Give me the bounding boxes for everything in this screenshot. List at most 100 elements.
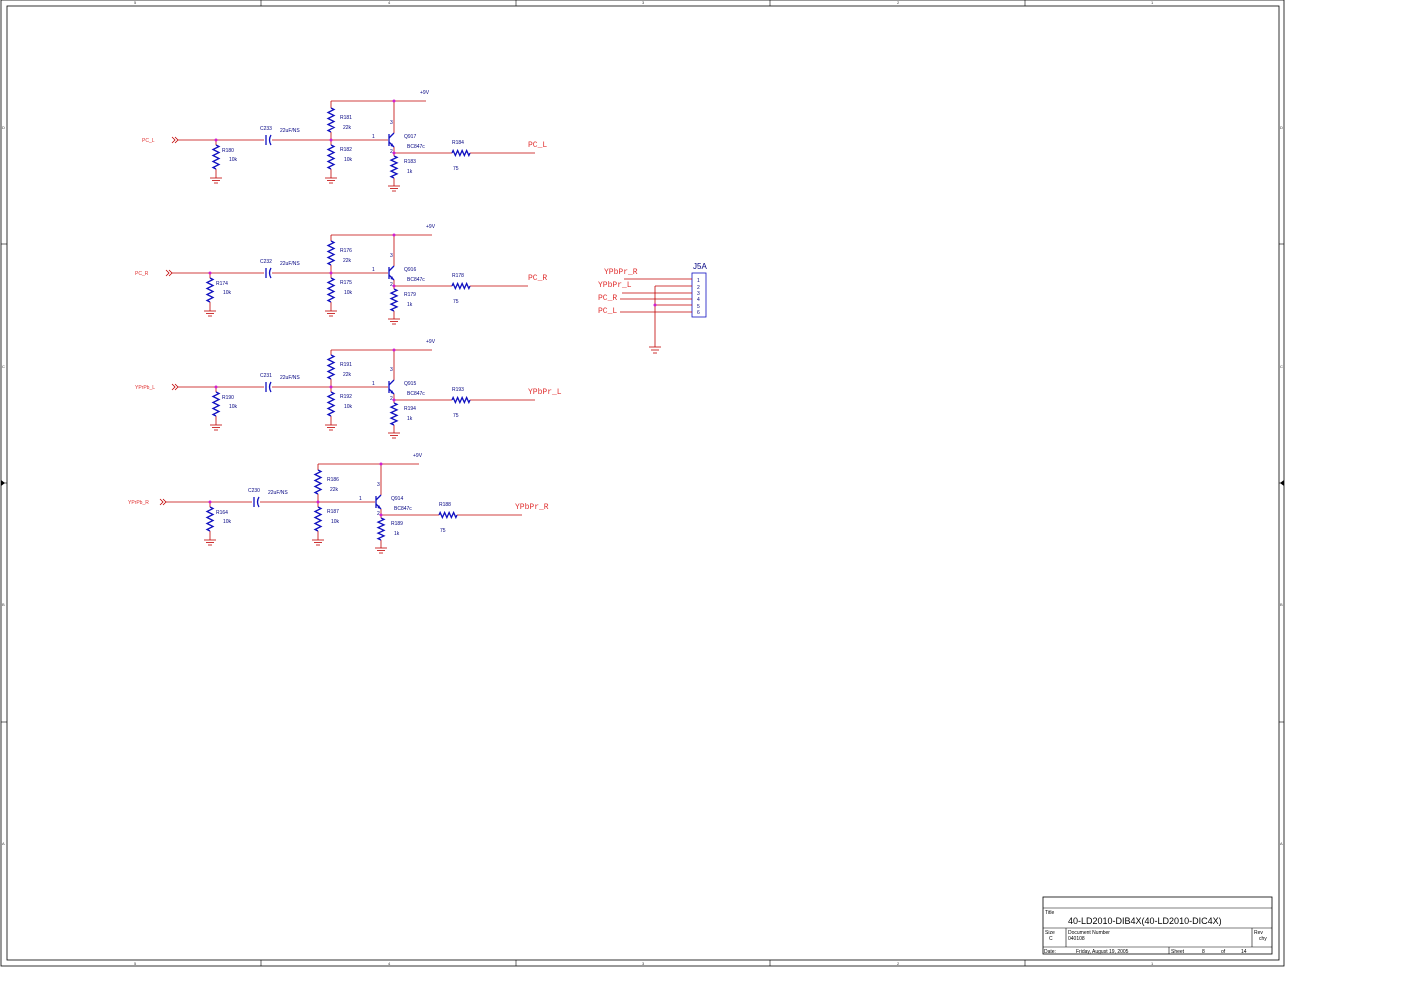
connector-pin-4: 4 bbox=[697, 297, 700, 303]
zone-right-3: A bbox=[1280, 841, 1283, 846]
supply-label: +9V bbox=[426, 224, 436, 230]
resistor-output-ref: R193 bbox=[452, 387, 464, 393]
resistor-divider-bot bbox=[326, 277, 336, 303]
resistor-output-ref: R178 bbox=[452, 273, 464, 279]
zone-bottom-0: 5 bbox=[134, 961, 137, 966]
connector-net-4: PC_L bbox=[598, 307, 617, 316]
title-block: Title 40-LD2010-DIB4X(40-LD2010-DIC4X) S… bbox=[1042, 896, 1273, 955]
supply-label: +9V bbox=[413, 453, 423, 459]
resistor-in-ref: R190 bbox=[222, 395, 234, 401]
resistor-output bbox=[451, 148, 471, 158]
connector-pin-2: 2 bbox=[697, 285, 700, 291]
output-net-label: YPbPr_L bbox=[528, 388, 562, 397]
wires bbox=[178, 349, 535, 433]
size-value: C bbox=[1049, 936, 1053, 942]
junction-dot bbox=[208, 271, 212, 275]
connector-net-1: YPbPr_R bbox=[604, 268, 638, 277]
resistor-emitter bbox=[389, 155, 399, 179]
junction-dot bbox=[329, 271, 333, 275]
transistor-ref: Q917 bbox=[404, 134, 416, 140]
resistor-divider-top bbox=[326, 107, 336, 133]
ground-symbol bbox=[204, 310, 216, 317]
transistor-ref: Q915 bbox=[404, 381, 416, 387]
junction-dot bbox=[214, 138, 218, 142]
junction-dot bbox=[392, 348, 396, 352]
resistor-emitter bbox=[389, 288, 399, 312]
rev-label: Rev bbox=[1254, 930, 1263, 936]
transistor bbox=[388, 265, 395, 281]
resistor-emitter-value: 1k bbox=[394, 531, 400, 537]
input-port-symbol bbox=[165, 269, 173, 277]
rev-value: chy bbox=[1259, 936, 1267, 942]
zone-top-0: 5 bbox=[134, 0, 137, 5]
transistor-value: BC847c bbox=[407, 277, 425, 283]
wires bbox=[166, 463, 522, 548]
transistor bbox=[375, 494, 382, 510]
zone-left-1: C bbox=[2, 364, 5, 369]
resistor-bot-value: 10k bbox=[331, 519, 340, 525]
resistor-divider-bot bbox=[326, 144, 336, 170]
supply-label: +9V bbox=[420, 90, 430, 96]
resistor-output bbox=[451, 395, 471, 405]
sheet-of-label: of bbox=[1221, 949, 1226, 955]
zone-right-2: B bbox=[1280, 602, 1283, 607]
input-net-label: YPrPb_L bbox=[135, 385, 155, 391]
resistor-top-value: 22k bbox=[343, 258, 352, 264]
resistor-top-value: 22k bbox=[343, 372, 352, 378]
zone-right-1: C bbox=[1280, 364, 1283, 369]
resistor-emitter-value: 1k bbox=[407, 169, 413, 175]
transistor-collector bbox=[388, 265, 395, 272]
resistor-in-ref: R180 bbox=[222, 148, 234, 154]
resistor-output-ref: R188 bbox=[439, 502, 451, 508]
transistor-pin-collector: 3 bbox=[390, 120, 393, 126]
connector-net-2: YPbPr_L bbox=[598, 281, 632, 290]
capacitor-value: 22uF/NS bbox=[280, 261, 300, 267]
resistor-bot-ref: R182 bbox=[340, 147, 352, 153]
zone-left-2: B bbox=[2, 602, 5, 607]
transistor bbox=[388, 132, 395, 148]
resistor-top-value: 22k bbox=[343, 125, 352, 131]
zone-top-4: 1 bbox=[1151, 0, 1154, 5]
junction-dot bbox=[379, 513, 383, 517]
connector-pin-6: 6 bbox=[697, 310, 700, 316]
junction-dot bbox=[392, 233, 396, 237]
size-label: Size bbox=[1045, 930, 1055, 936]
resistor-output bbox=[438, 510, 458, 520]
transistor-value: BC847c bbox=[394, 506, 412, 512]
input-port-symbol bbox=[171, 383, 179, 391]
resistor-emitter bbox=[376, 517, 386, 541]
input-port-symbol bbox=[159, 498, 167, 506]
resistor-output bbox=[451, 281, 471, 291]
transistor-pin-collector: 3 bbox=[390, 253, 393, 259]
connector-ref: J5A bbox=[693, 262, 707, 271]
zone-top-3: 2 bbox=[897, 0, 900, 5]
transistor-pin-emitter: 2 bbox=[390, 149, 393, 155]
transistor-pin-base: 1 bbox=[372, 134, 375, 140]
drawing-frame: 5 4 3 2 1 5 4 3 2 1 D C B A D C B A bbox=[0, 0, 1285, 967]
transistor-ref: Q916 bbox=[404, 267, 416, 273]
zone-top-1: 4 bbox=[388, 0, 391, 5]
resistor-bot-ref: R175 bbox=[340, 280, 352, 286]
resistor-in-value: 10k bbox=[223, 290, 232, 296]
wires bbox=[178, 100, 535, 186]
resistor-top-ref: R181 bbox=[340, 115, 352, 121]
ground-symbol bbox=[204, 539, 216, 546]
junction-dot bbox=[208, 500, 212, 504]
resistor-in-value: 10k bbox=[229, 404, 238, 410]
resistor-divider-top bbox=[313, 469, 323, 495]
resistor-bot-ref: R192 bbox=[340, 394, 352, 400]
junction-dot bbox=[653, 303, 657, 307]
resistor-divider-top bbox=[326, 240, 336, 266]
input-net-label: PC_R bbox=[135, 271, 149, 277]
ground-symbol bbox=[375, 547, 387, 554]
junction-dot bbox=[316, 500, 320, 504]
connector-pin-5: 5 bbox=[697, 304, 700, 310]
junction-dot bbox=[392, 99, 396, 103]
input-port-symbol bbox=[171, 136, 179, 144]
ground-symbol bbox=[210, 424, 222, 431]
sheet-value: 8 bbox=[1202, 949, 1205, 955]
transistor-collector bbox=[388, 379, 395, 386]
